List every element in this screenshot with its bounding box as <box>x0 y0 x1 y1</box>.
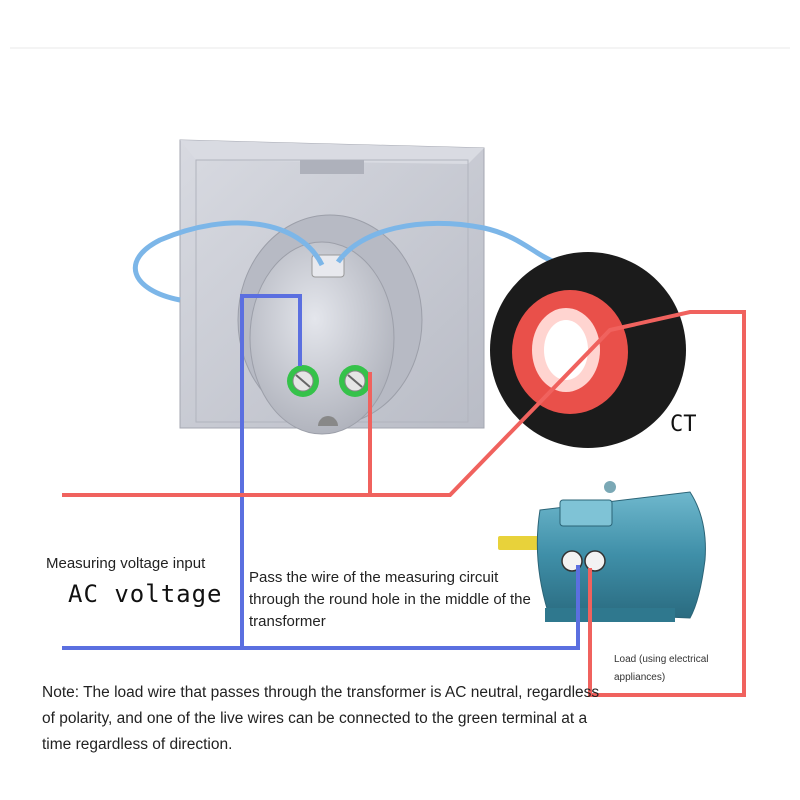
green-terminal-right <box>339 365 371 397</box>
note-text: Note: The load wire that passes through … <box>42 684 600 753</box>
load-label: Load (using electrical appliances) <box>614 654 709 683</box>
ac-voltage-label: AC voltage <box>68 580 223 608</box>
measuring-voltage-label: Measuring voltage input <box>46 555 206 572</box>
neutral-wire <box>62 294 580 650</box>
live-wire <box>62 310 746 697</box>
green-terminal-left <box>287 365 319 397</box>
ct-label: CT <box>670 412 697 437</box>
panel-meter-icon <box>179 139 485 435</box>
pass-wire-instruction: Pass the wire of the measuring circuit t… <box>249 569 531 630</box>
signal-cable-left <box>132 220 325 303</box>
signal-cable-right <box>335 220 556 265</box>
